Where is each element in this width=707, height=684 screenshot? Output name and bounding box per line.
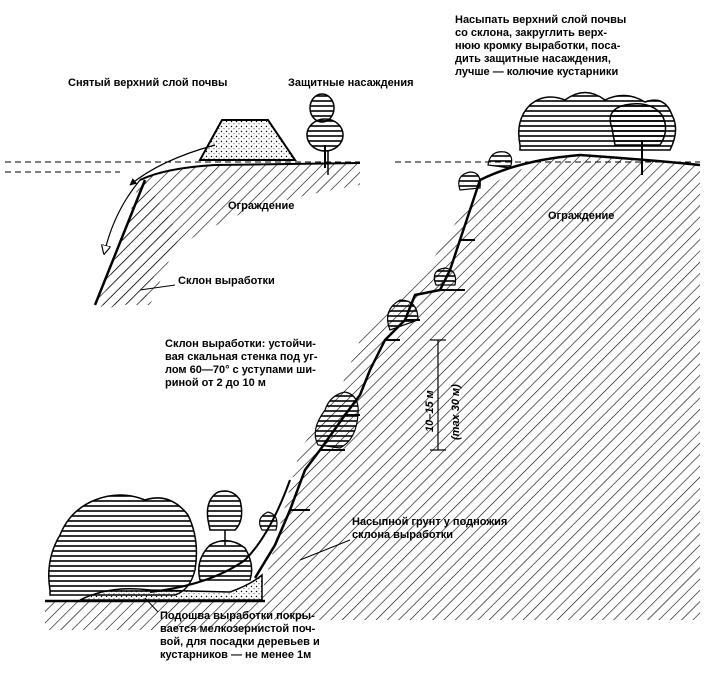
left-protective-tree — [306, 93, 344, 168]
left-ground — [100, 163, 360, 310]
left-slope-hatch — [95, 180, 180, 305]
rock-mass — [260, 155, 700, 620]
leader-lines — [139, 284, 351, 613]
label-bottom-note: Подошва выработки покры- вается мелкозер… — [160, 610, 320, 661]
left-diagram — [5, 93, 361, 310]
label-fence-right: Ограждение — [548, 210, 615, 222]
label-protective-plantings: Защитные насаждения — [288, 77, 414, 89]
soil-move-arrow — [129, 144, 216, 186]
left-ground-surface — [139, 162, 361, 181]
label-height-dim: 10–15 м — [424, 390, 436, 432]
quarry-floor — [45, 600, 260, 630]
label-top-right-note: Насыпать верхний слой почвы со склона, з… — [455, 14, 627, 78]
height-dimension — [430, 339, 446, 451]
label-fence-left: Ограждение — [228, 200, 295, 212]
top-right-shrubs — [487, 91, 677, 169]
label-slope-note: Склон выработки: устойчи- вая скальная с… — [165, 338, 318, 389]
label-removed-topsoil: Снятый верхний слой почвы — [68, 77, 228, 89]
label-slope-left: Склон выработки — [178, 275, 275, 287]
slope-arrow — [105, 179, 141, 250]
slope-shrubs — [258, 171, 481, 531]
removed-topsoil-mound — [198, 119, 297, 161]
label-fill-soil: Насыпной грунт у подножия склона выработ… — [352, 516, 508, 541]
label-height-max: (max 30 м) — [450, 384, 462, 440]
main-section — [45, 140, 701, 630]
bottom-trees — [48, 490, 253, 596]
